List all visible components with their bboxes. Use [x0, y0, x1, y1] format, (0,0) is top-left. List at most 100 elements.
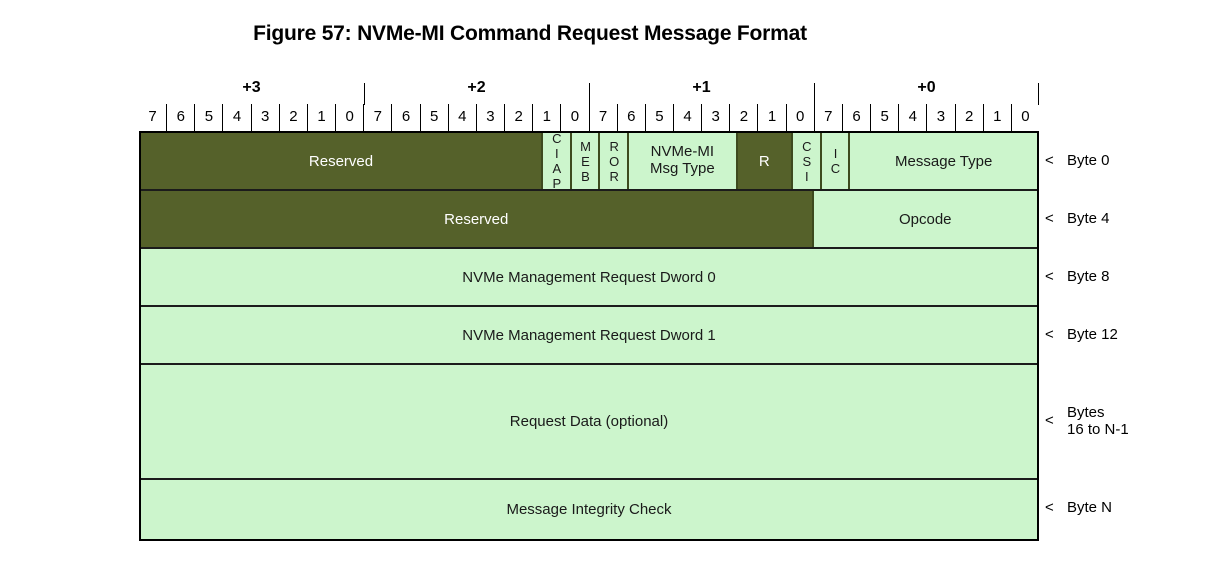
- field-label: Opcode: [898, 210, 952, 228]
- field-message-integrity-check: Message Integrity Check: [141, 480, 1037, 539]
- field-label: NVMe Management Request Dword 1: [462, 326, 716, 344]
- field-csi: CSI: [792, 133, 821, 189]
- bit-number-cell: 3: [250, 104, 279, 131]
- byte-group-tick: [1038, 83, 1039, 105]
- byte-group-tick: [589, 83, 590, 105]
- byte12-row: NVMe Management Request Dword 1: [141, 307, 1037, 365]
- bit-number-cell: 1: [532, 104, 560, 131]
- bit-number-cell: 0: [560, 104, 588, 131]
- field-label: CIAP: [549, 133, 565, 189]
- caret-icon: <: [1045, 267, 1054, 285]
- bit-number-cell: 7: [588, 104, 617, 131]
- bit-number-cell: 1: [757, 104, 785, 131]
- bit-number-cell: 4: [898, 104, 926, 131]
- bit-number-cell: 5: [419, 104, 448, 131]
- field-label: Reserved: [444, 210, 509, 228]
- mic-row: Message Integrity Check: [141, 480, 1037, 539]
- bit-number-cell: 7: [363, 104, 391, 131]
- field-r: R: [736, 133, 793, 189]
- figure-title: Figure 57: NVMe-MI Command Request Messa…: [253, 22, 807, 45]
- bit-number-cell: 5: [870, 104, 898, 131]
- field-label: Message Integrity Check: [506, 501, 672, 518]
- byte-offset-note: < Byte N: [1045, 499, 1112, 516]
- byte-group-text: +3: [242, 79, 261, 96]
- request-data-row: Request Data (optional): [141, 365, 1037, 480]
- caret-icon: <: [1045, 325, 1054, 343]
- bit-number-cell: 0: [335, 104, 363, 131]
- byte-offset-note: < Byte 12: [1045, 326, 1118, 343]
- bit-number-cell: 3: [475, 104, 504, 131]
- bit-number-cell: 3: [926, 104, 954, 131]
- caret-icon: <: [1045, 151, 1054, 169]
- caret-icon: <: [1045, 209, 1054, 227]
- field-label: Reserved: [308, 152, 374, 170]
- bit-number-cell: 1: [982, 104, 1011, 131]
- byte-group-label: +2: [364, 75, 589, 105]
- byte4-row: Reserved Opcode: [141, 191, 1037, 249]
- byte-group-text: +1: [692, 79, 711, 96]
- field-label: Message Type: [895, 152, 993, 170]
- byte-group-label: +1: [589, 75, 814, 105]
- caret-icon: <: [1045, 412, 1054, 429]
- byte-offset-label: Byte 8: [1067, 267, 1110, 285]
- field-meb: MEB: [570, 133, 600, 189]
- field-reserved: Reserved: [141, 191, 813, 247]
- bit-number-cell: 2: [278, 104, 307, 131]
- field-label: NVMe Management Request Dword 0: [462, 268, 716, 286]
- byte-group-text: +2: [467, 79, 486, 96]
- field-label: R: [758, 152, 770, 170]
- field-label: MEB: [577, 138, 593, 184]
- byte-group-label: +3: [139, 75, 364, 104]
- field-nvme-management-request-dword-1: NVMe Management Request Dword 1: [141, 307, 1037, 363]
- byte-group-tick: [814, 83, 815, 105]
- byte-offset-note: < Byte 0: [1045, 152, 1110, 169]
- byte-group-tick: [364, 83, 365, 105]
- bit-number-cell: 6: [391, 104, 419, 131]
- bit-number-cell: 4: [447, 104, 476, 131]
- byte-offset-label: Byte 4: [1067, 209, 1110, 227]
- field-label: IC: [828, 146, 843, 176]
- bit-number-cell: 7: [813, 104, 842, 131]
- bit-number-cell: 7: [148, 108, 157, 125]
- bit-number-cell: 0: [1010, 104, 1039, 131]
- bit-number-cell: 2: [954, 104, 983, 131]
- field-reserved: Reserved: [141, 133, 542, 189]
- bit-number-cell: 5: [194, 104, 222, 131]
- bit-number-cell: 5: [644, 104, 673, 131]
- field-label: CSI: [799, 138, 815, 184]
- bit-number-cell: 6: [616, 104, 645, 131]
- field-ciap: CIAP: [542, 133, 571, 189]
- byte-group-label: +0: [814, 75, 1039, 105]
- field-message-type: Message Type: [849, 133, 1038, 189]
- bit-number-cell: 4: [672, 104, 701, 131]
- caret-icon: <: [1045, 499, 1054, 516]
- bit-number-cell: 2: [504, 104, 532, 131]
- byte-group-text: +0: [917, 79, 936, 96]
- byte-offset-label: Byte 0: [1067, 151, 1110, 169]
- field-request-data-optional: Request Data (optional): [141, 365, 1037, 478]
- field-nvme-management-request-dword-0: NVMe Management Request Dword 0: [141, 249, 1037, 305]
- field-ror: ROR: [599, 133, 629, 189]
- bit-number-cell: 1: [306, 104, 335, 131]
- field-label: Request Data (optional): [509, 413, 669, 430]
- byte8-row: NVMe Management Request Dword 0: [141, 249, 1037, 307]
- field-ic: IC: [820, 133, 850, 189]
- field-opcode: Opcode: [812, 191, 1037, 247]
- bit-number-cell: 3: [701, 104, 729, 131]
- bit-number-cell: 6: [166, 104, 194, 131]
- byte-group-header: +3 +2 +1 +0: [139, 75, 1039, 105]
- byte-offset-label: Byte 12: [1067, 325, 1118, 343]
- bit-number-cell: 2: [729, 104, 757, 131]
- bit-number-cell: 4: [222, 104, 250, 131]
- bit-number-cell: 6: [841, 104, 870, 131]
- byte-offset-note: < Byte 8: [1045, 268, 1110, 285]
- byte-offset-label: Byte N: [1067, 499, 1113, 516]
- bit-number-cell: 0: [785, 104, 814, 131]
